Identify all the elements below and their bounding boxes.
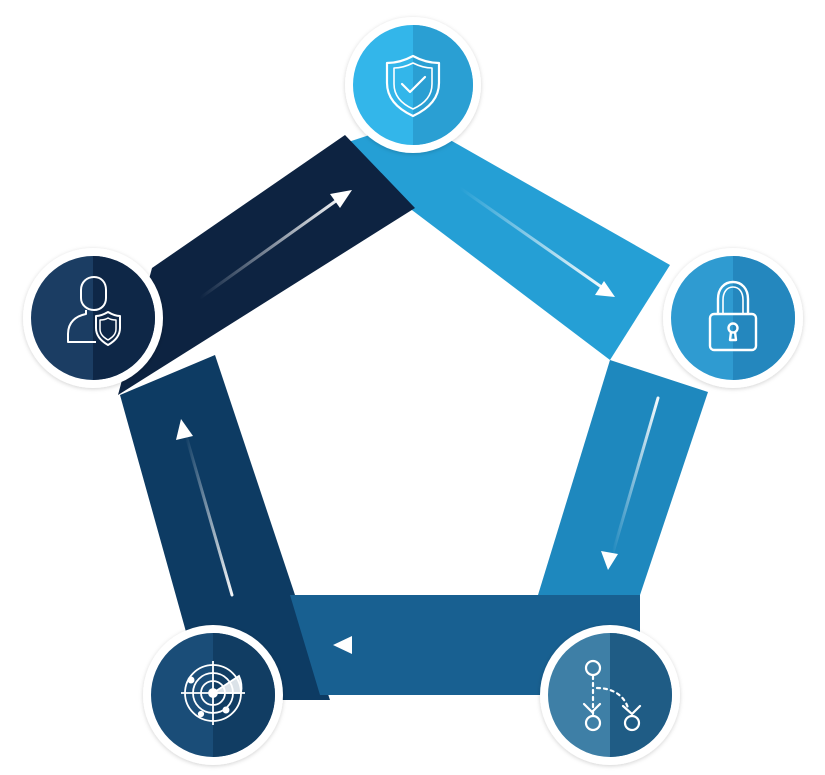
segment-right-to-bottom-right — [538, 360, 708, 595]
padlock-icon — [708, 280, 758, 352]
node-right — [663, 248, 803, 388]
flow-arrows — [176, 186, 660, 654]
shield-check-icon — [385, 54, 441, 118]
segment-bottom-left-to-left — [120, 355, 330, 700]
cycle-nodes — [23, 17, 803, 765]
segment-top-to-right — [330, 120, 670, 360]
node-bottom-right — [540, 625, 680, 765]
arrow-bottom-left-to-left — [176, 419, 234, 597]
radar-icon — [181, 661, 245, 725]
node-top — [345, 17, 481, 153]
workflow-icon — [582, 659, 642, 732]
cycle-segments — [118, 120, 708, 700]
arrow-left-to-top — [198, 190, 352, 300]
segment-left-to-top — [118, 135, 415, 395]
arrow-top-to-right — [458, 186, 615, 297]
arrow-right-to-bottom-right — [601, 396, 660, 570]
arrow-bottom-right-to-bottom-left — [333, 636, 522, 654]
user-shield-icon — [67, 276, 121, 346]
node-bottom-left — [143, 625, 283, 765]
node-left — [23, 248, 163, 388]
